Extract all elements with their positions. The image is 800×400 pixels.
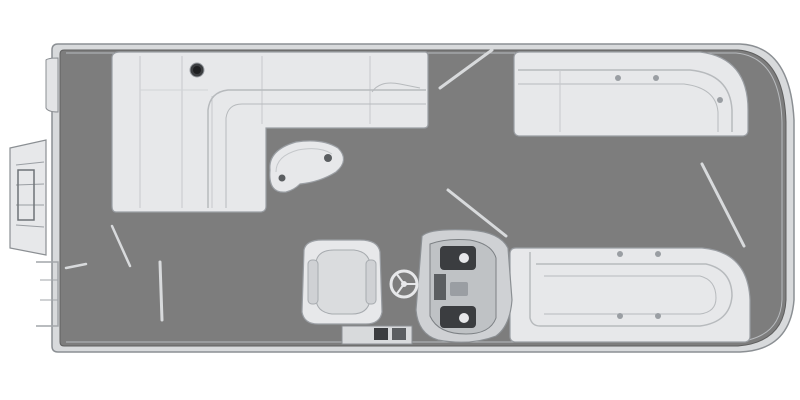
cup-holder-icon (189, 62, 205, 78)
rear-deck-step (341, 325, 413, 345)
rail-line (66, 52, 783, 343)
bow-rear-lounge-l (111, 51, 429, 213)
pedestal-table (269, 140, 345, 193)
stern-ladder (9, 57, 59, 327)
helm-console (415, 229, 513, 343)
captain-chair (301, 239, 383, 325)
helm-side-lounge (509, 247, 751, 343)
gate-rails (64, 48, 746, 322)
front-right-lounge (513, 51, 749, 137)
steering-wheel-icon (389, 269, 419, 299)
